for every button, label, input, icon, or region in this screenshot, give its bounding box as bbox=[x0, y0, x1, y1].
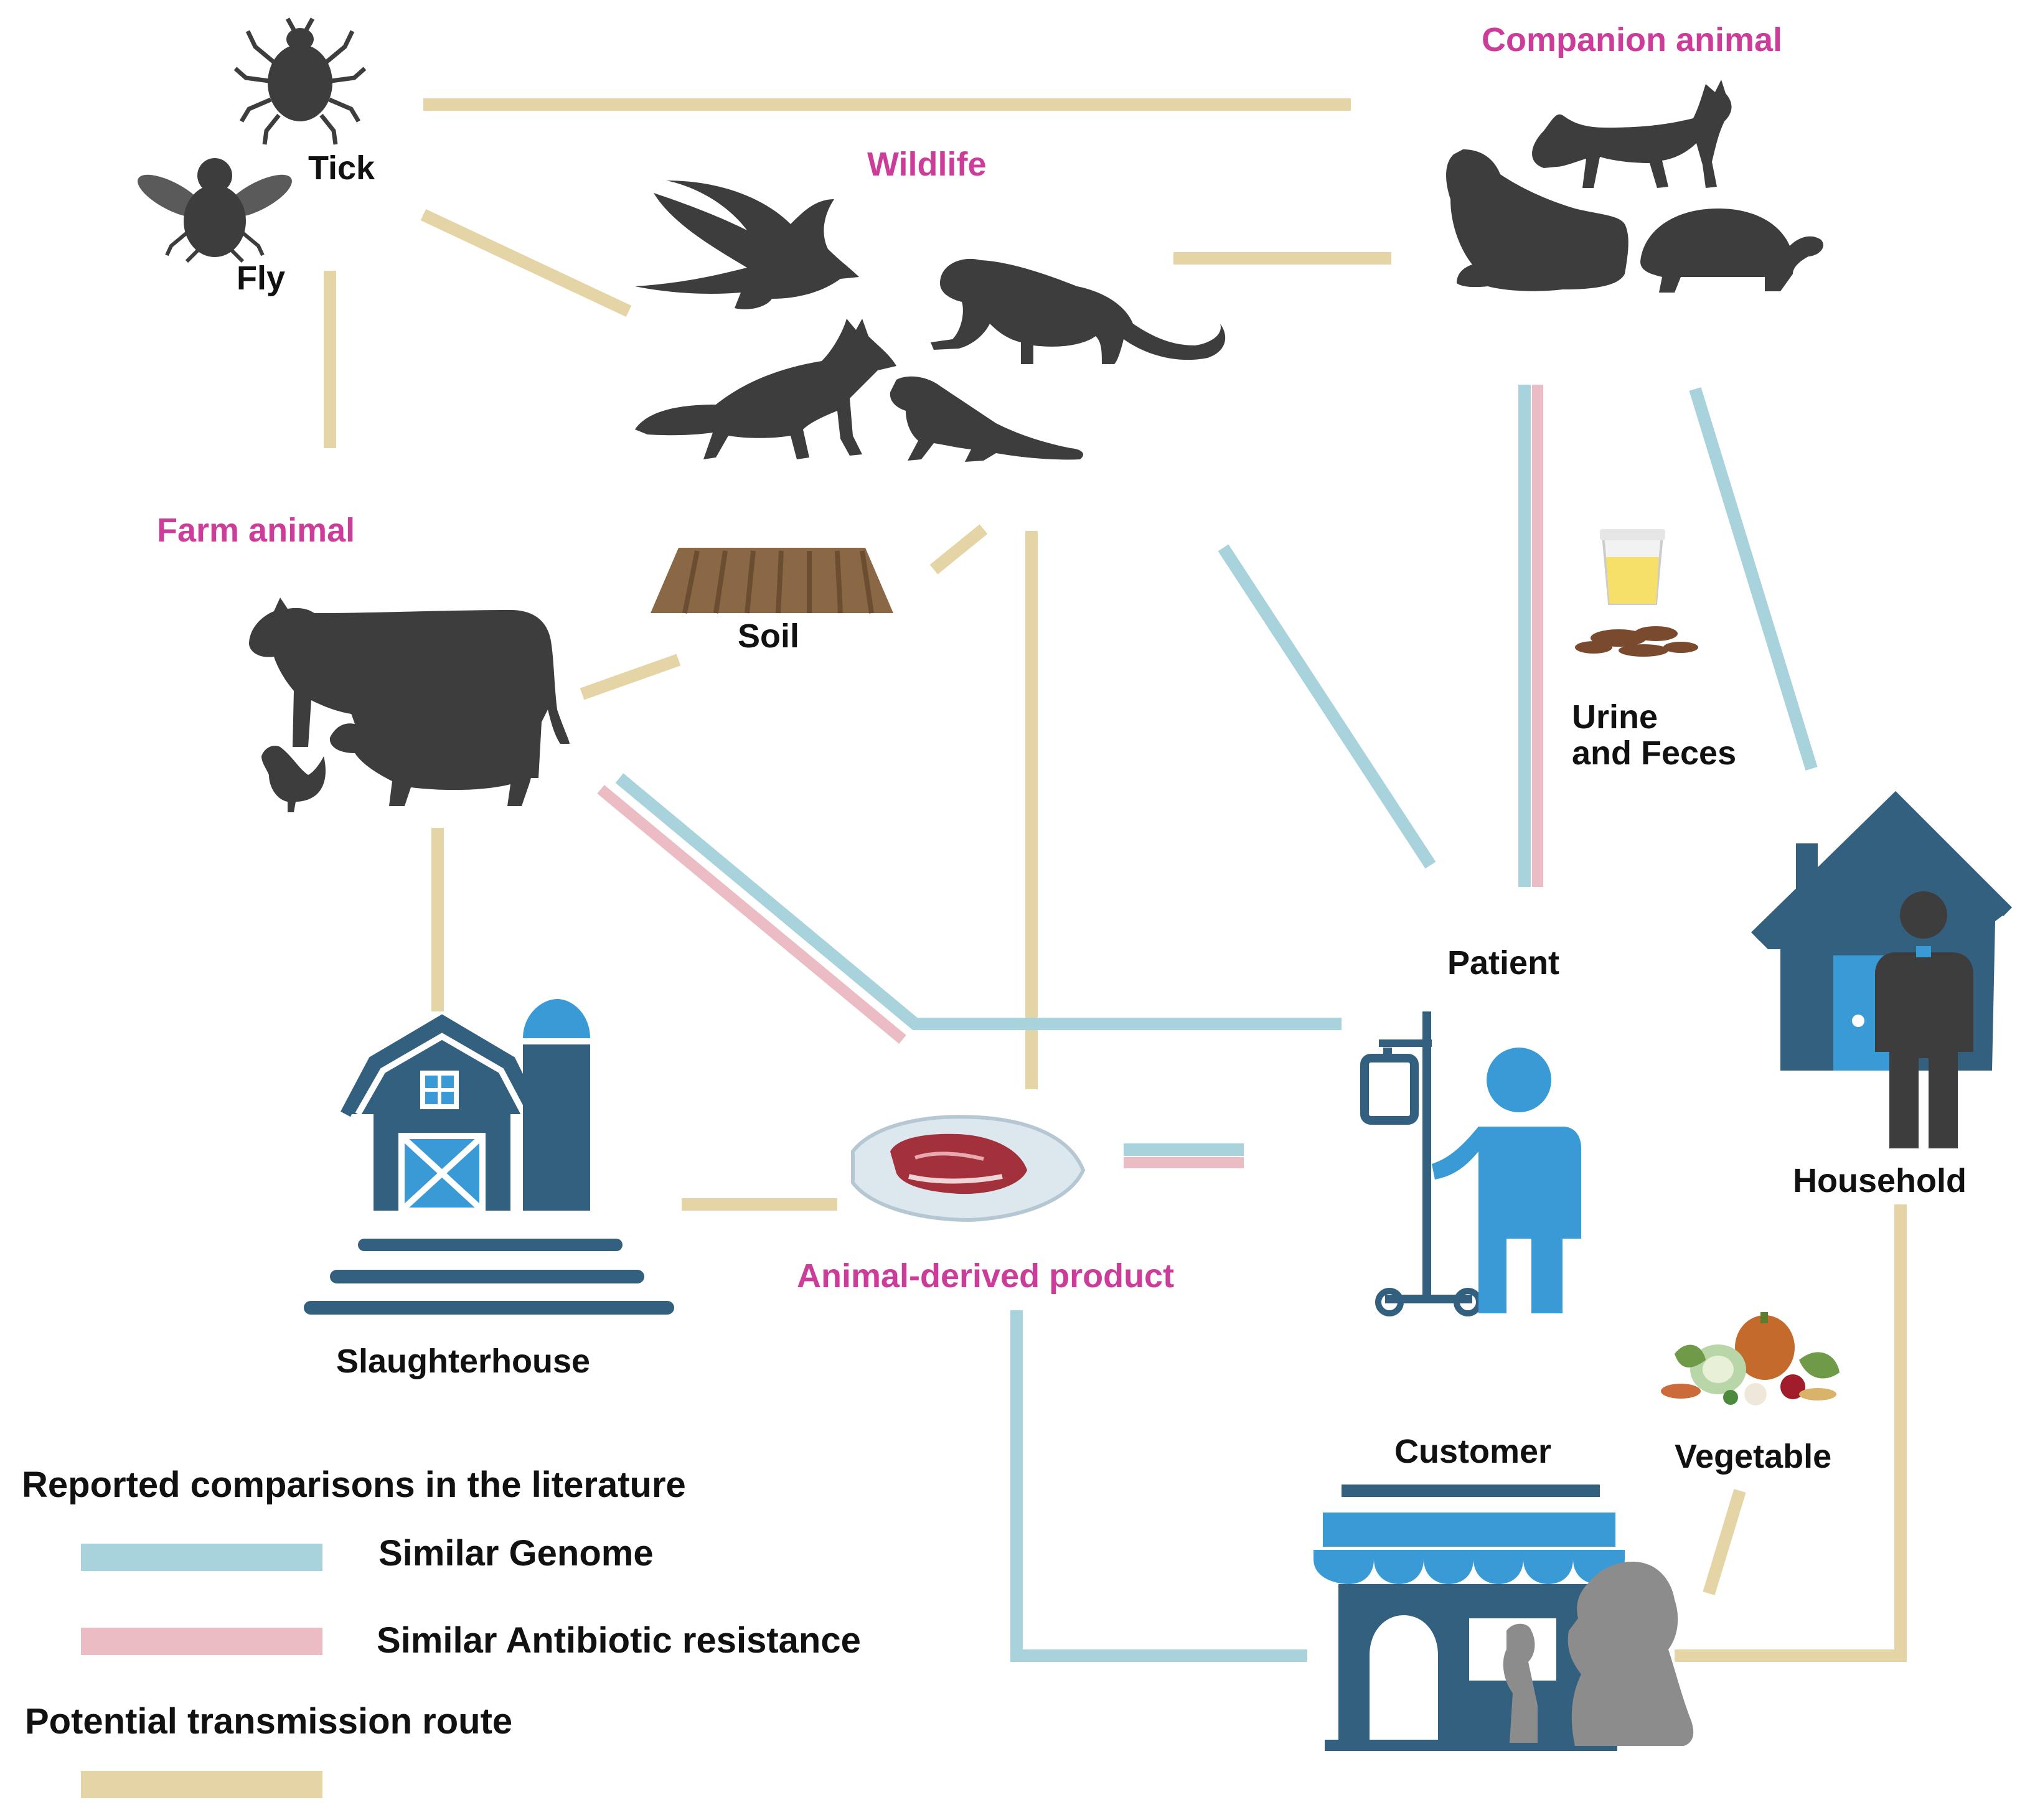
legend-swatch-route bbox=[81, 1771, 322, 1798]
soil-icon bbox=[651, 548, 893, 614]
genome-companion-household bbox=[1689, 387, 1818, 771]
genome-farm-patient bbox=[615, 773, 1342, 1030]
household-label: Household bbox=[1793, 1162, 1967, 1199]
silo-icon bbox=[523, 999, 590, 1211]
tick-label: Tick bbox=[308, 149, 375, 187]
soil-label: Soil bbox=[738, 617, 799, 655]
feces-icon bbox=[1575, 626, 1698, 657]
resistance-farm-product bbox=[597, 785, 906, 1044]
dog-icon bbox=[1446, 149, 1628, 291]
person-icon bbox=[1875, 891, 1973, 1148]
slaughterhouse-label: Slaughterhouse bbox=[336, 1343, 590, 1380]
farm-label: Farm animal bbox=[157, 512, 355, 549]
store-icon bbox=[1314, 1485, 1625, 1751]
meat-tray-icon bbox=[851, 1115, 1086, 1222]
customer-label: Customer bbox=[1394, 1433, 1551, 1470]
patient-icon bbox=[1432, 1048, 1581, 1313]
cow-icon bbox=[249, 598, 570, 778]
slaughterhouse-base bbox=[304, 1239, 674, 1315]
tick-icon bbox=[233, 17, 367, 145]
legend: Reported comparisons in the literature S… bbox=[22, 1465, 861, 1798]
route-tick-wildlife bbox=[420, 209, 632, 317]
urine-label: Urine bbox=[1572, 698, 1658, 736]
bird-icon bbox=[635, 181, 859, 309]
fox-icon bbox=[635, 319, 896, 459]
companion-label: Companion animal bbox=[1482, 21, 1782, 59]
vegetables-icon bbox=[1661, 1312, 1840, 1405]
route-vegetable-customer bbox=[1703, 1489, 1746, 1595]
genome-product-customer bbox=[1010, 1310, 1307, 1662]
fly-label: Fly bbox=[237, 260, 285, 297]
customer-face-icon bbox=[1503, 1562, 1694, 1746]
wildlife-label: Wildlife bbox=[867, 146, 987, 183]
transmission-routes bbox=[324, 98, 1907, 1662]
chicken-icon bbox=[261, 746, 326, 812]
route-wildlife-soil bbox=[929, 524, 988, 575]
cat-icon bbox=[1532, 80, 1732, 188]
feces-label: and Feces bbox=[1572, 734, 1736, 772]
pig-icon bbox=[329, 700, 535, 806]
monkey-icon bbox=[931, 258, 1226, 364]
legend-swatch-genome bbox=[81, 1544, 322, 1571]
barn-icon bbox=[341, 1014, 542, 1211]
patient-label: Patient bbox=[1447, 944, 1559, 982]
urine-cup-icon bbox=[1600, 529, 1665, 605]
legend-label-genome: Similar Genome bbox=[378, 1533, 654, 1574]
route-soil-farm bbox=[580, 654, 681, 700]
vegetable-label: Vegetable bbox=[1675, 1438, 1831, 1475]
legend-title-comparisons: Reported comparisons in the literature bbox=[22, 1465, 686, 1505]
resistance-lines bbox=[597, 385, 1543, 1168]
iv-stand-icon bbox=[1360, 1011, 1482, 1316]
fly-icon bbox=[138, 158, 292, 263]
ferret-icon bbox=[890, 376, 1083, 462]
legend-title-routes: Potential transmission route bbox=[25, 1701, 512, 1742]
legend-label-resistance: Similar Antibiotic resistance bbox=[377, 1620, 861, 1661]
product-label: Animal-derived product bbox=[797, 1257, 1174, 1295]
legend-swatch-resistance bbox=[81, 1628, 322, 1655]
turtle-icon bbox=[1640, 209, 1823, 293]
genome-lines bbox=[615, 385, 1818, 1662]
genome-wildlife-patient bbox=[1218, 544, 1436, 869]
